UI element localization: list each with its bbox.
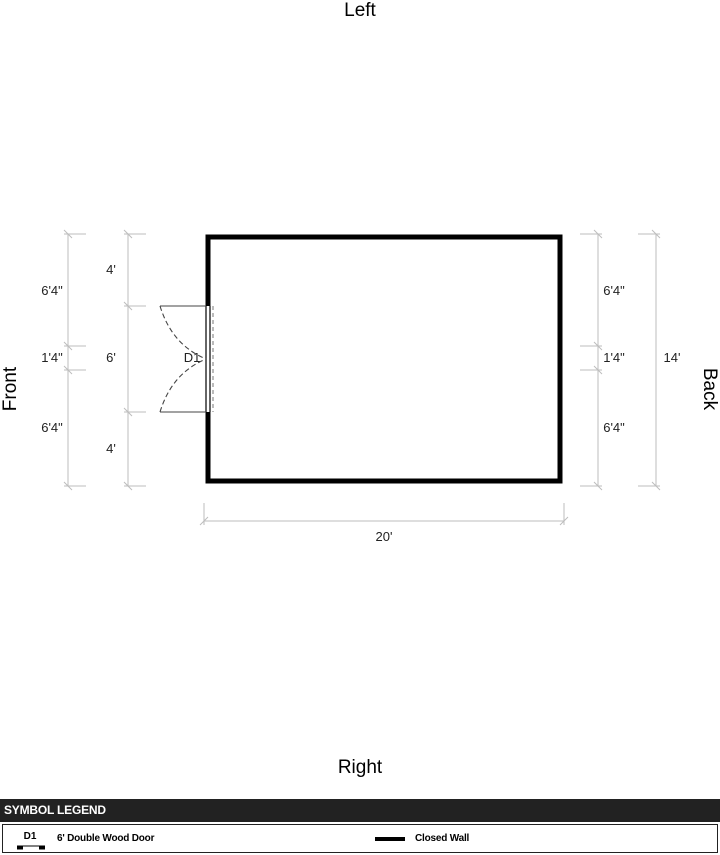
door-swing-top [159, 305, 207, 360]
wall-legend-icon [375, 837, 405, 841]
front-inner-label-3: 4' [106, 441, 116, 456]
door-tag: D1 [184, 350, 201, 365]
back-total-dimension: 14' [638, 229, 681, 491]
side-label-right: Right [337, 757, 383, 778]
legend-door-label: 6' Double Wood Door [57, 833, 155, 844]
door-opening [204, 306, 213, 412]
front-outer-label-1: 6'4" [41, 283, 63, 298]
legend-title: SYMBOL LEGEND [0, 799, 720, 822]
width-dimension: 20' [199, 503, 569, 544]
floor-plan: D1 6'4" 1'4" 6'4" 4' 6' 4' [41, 229, 681, 544]
legend-door-tag: D1 [24, 831, 37, 842]
front-outer-dimension: 6'4" 1'4" 6'4" [41, 229, 86, 491]
double-door-symbol: D1 [159, 305, 207, 413]
back-total-label: 14' [664, 350, 681, 365]
symbol-legend: SYMBOL LEGEND D1 6' Double Wood Door Clo… [0, 799, 720, 855]
back-inner-label-3: 6'4" [603, 420, 625, 435]
front-inner-label-2: 6' [106, 350, 116, 365]
back-inner-dimension: 6'4" 1'4" 6'4" [580, 229, 625, 491]
front-inner-label-1: 4' [106, 262, 116, 277]
width-label: 20' [376, 529, 393, 544]
front-outer-label-2: 1'4" [41, 350, 63, 365]
door-legend-icon: D1 [17, 831, 45, 850]
front-inner-dimension: 4' 6' 4' [106, 229, 146, 491]
building-walls [205, 234, 563, 484]
side-label-left: Left [344, 0, 376, 21]
legend-wall-label: Closed Wall [415, 833, 470, 844]
front-outer-label-3: 6'4" [41, 420, 63, 435]
legend-body: D1 6' Double Wood Door Closed Wall [2, 824, 718, 853]
door-swing-bottom [159, 358, 207, 413]
back-inner-label-1: 6'4" [603, 283, 625, 298]
back-inner-label-2: 1'4" [603, 350, 625, 365]
